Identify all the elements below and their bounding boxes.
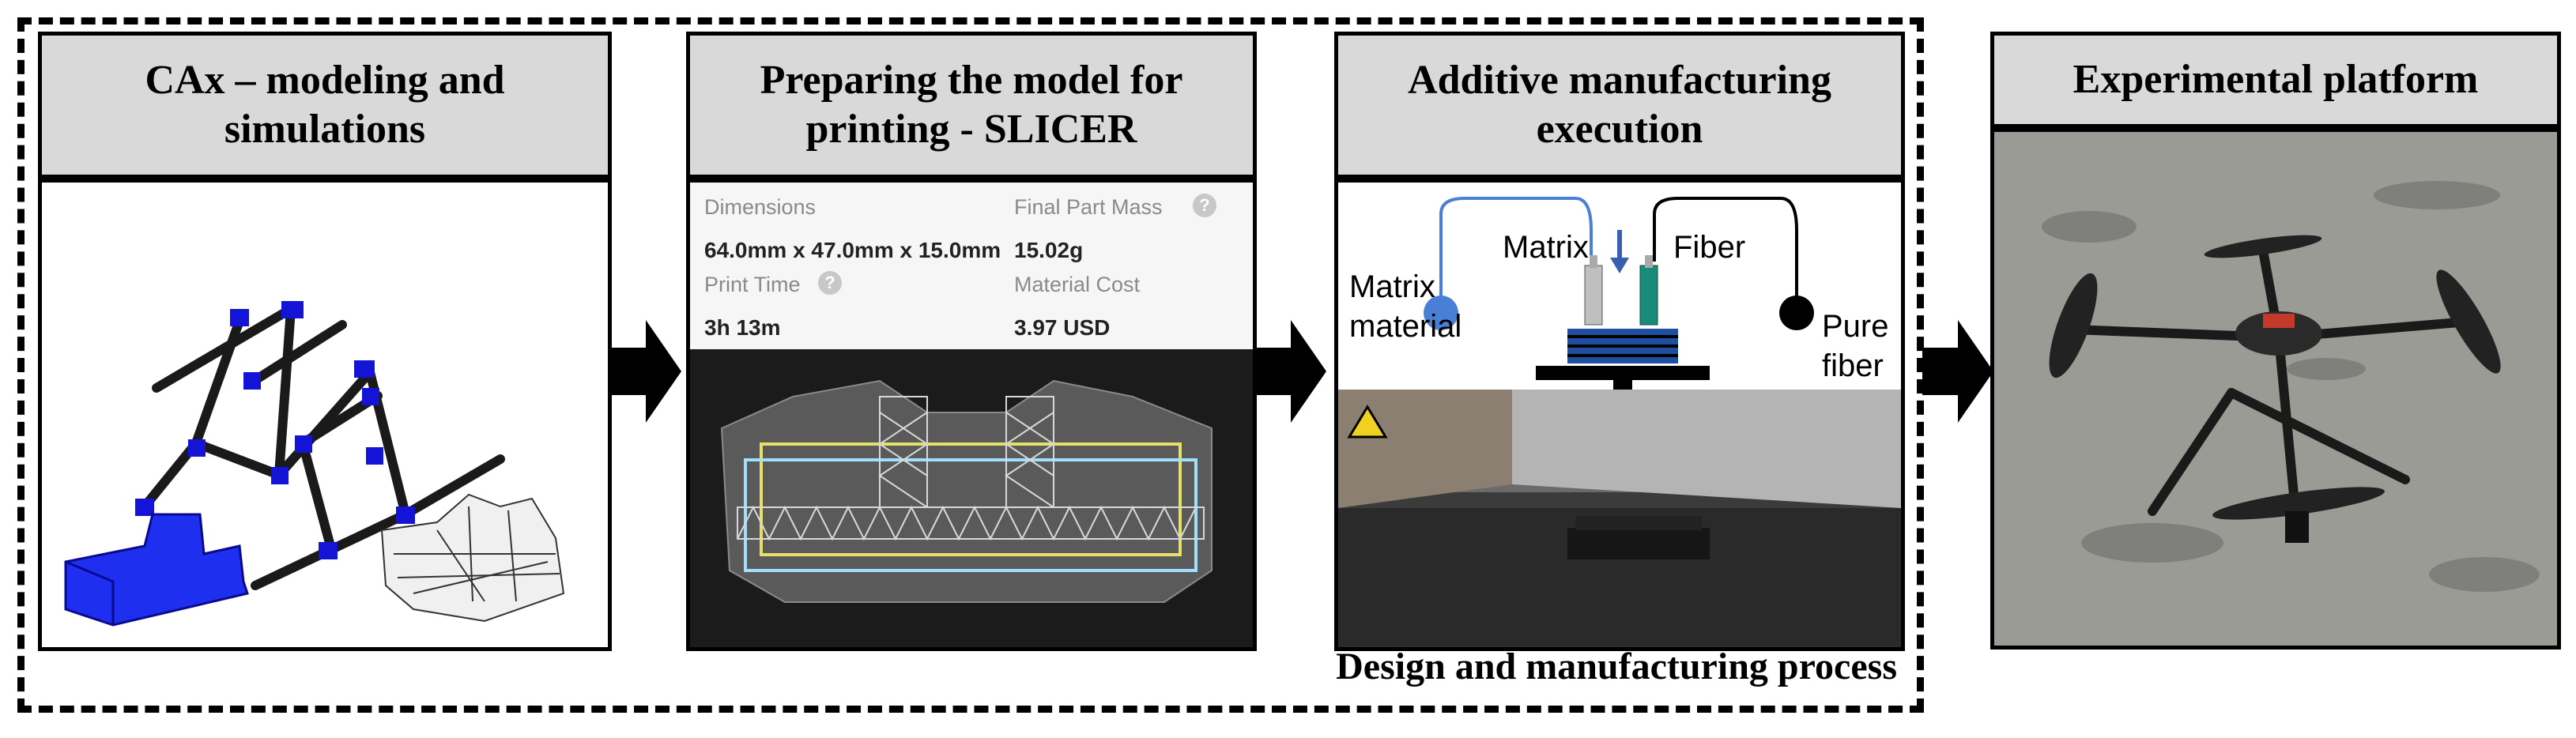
header-text-line1: Experimental platform: [2072, 57, 2479, 102]
header-text-line2: simulations: [224, 107, 426, 152]
printer-photo: [1338, 390, 1901, 647]
print-time-label: Print Time: [704, 273, 801, 296]
flow-arrow-1: [610, 320, 681, 423]
cax-panel: [38, 179, 612, 651]
mass-value: 15.02g: [1014, 238, 1084, 262]
design-process-group-frame: [17, 17, 1924, 713]
fiber-label: Fiber: [1673, 230, 1746, 265]
print-time-value: 3h 13m: [704, 315, 781, 340]
header-text-line2: execution: [1536, 107, 1703, 152]
pure-fiber-label-1: Pure: [1822, 309, 1889, 344]
cax-models-illustration: [64, 301, 565, 627]
process-caption: Design and manufacturing process: [1336, 646, 1897, 687]
flow-arrow-3: [1922, 320, 1993, 423]
header-text-line1: CAx – modeling and: [145, 58, 505, 103]
help-icon[interactable]: ?: [818, 271, 842, 295]
cost-label: Material Cost: [1014, 273, 1141, 296]
panel-header-platform: Experimental platform: [1990, 32, 2561, 128]
cost-value: 3.97 USD: [1014, 315, 1111, 340]
am-panel: Matrix Fiber Matrix material Pure fiber: [1334, 179, 1905, 651]
drone-photo: [1994, 132, 2557, 646]
help-icon[interactable]: ?: [1193, 194, 1216, 217]
am-process-diagram: [1424, 197, 1814, 390]
matrix-material-label-2: material: [1349, 309, 1462, 344]
header-text-line2: printing - SLICER: [805, 107, 1137, 152]
flow-arrow-2: [1255, 320, 1326, 423]
header-text-line1: Additive manufacturing: [1408, 58, 1831, 103]
dimensions-value: 64.0mm x 47.0mm x 15.0mm: [704, 238, 1001, 262]
dimensions-label: Dimensions: [704, 195, 817, 219]
platform-panel: [1990, 128, 2561, 650]
pure-fiber-label-2: fiber: [1822, 348, 1884, 383]
sliced-part-preview: [690, 349, 1253, 647]
mass-label: Final Part Mass: [1014, 195, 1163, 219]
slicer-summary: Dimensions 64.0mm x 47.0mm x 15.0mm Fina…: [690, 183, 1253, 349]
matrix-material-label-1: Matrix: [1349, 269, 1435, 304]
header-text-line1: Preparing the model for: [760, 58, 1183, 103]
slicer-panel: Dimensions 64.0mm x 47.0mm x 15.0mm Fina…: [686, 179, 1257, 651]
matrix-label: Matrix: [1503, 230, 1589, 265]
